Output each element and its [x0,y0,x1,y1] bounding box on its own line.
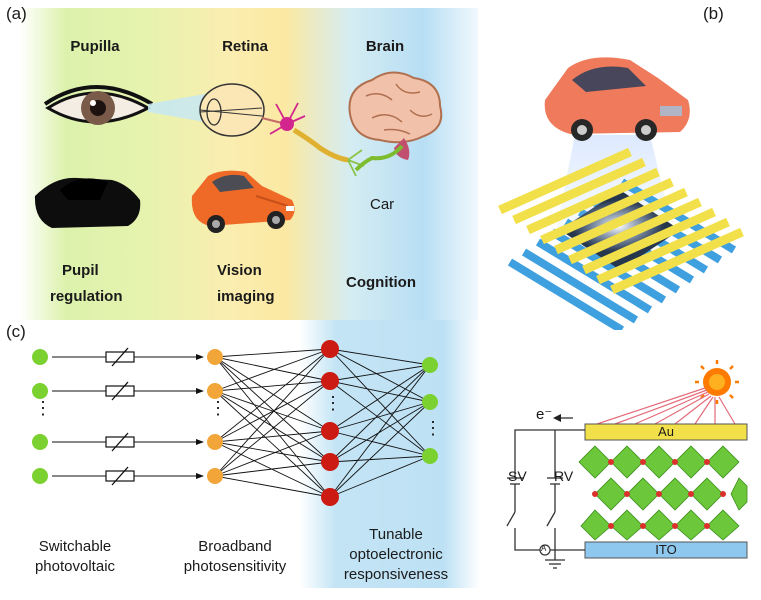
panel-a-illustrations [34,71,443,233]
red-nodes [321,340,339,506]
eyeball-icon [199,83,265,137]
car-icon [191,170,295,233]
sv-label: SV [508,468,527,484]
electron-arrow [553,414,561,422]
car-label: Car [370,196,395,213]
sun-icon [695,360,739,404]
ammeter-icon [539,544,551,556]
arrowheads [196,354,204,479]
circuit-schematic [506,360,748,569]
neural-network-diagram [32,340,438,506]
device-illustration [498,57,744,330]
input-nodes [32,349,48,484]
photovoltaic-label: photovoltaic [34,558,116,575]
resistor-arrows [111,347,129,486]
optoelectronic-label: optoelectronic [349,546,443,563]
switchable-label: Switchable [38,538,112,555]
imaging-label: imaging [217,288,275,305]
header-brain: Brain [365,38,405,55]
top-electrode-array [498,147,744,295]
tunable-label: Tunable [369,526,423,543]
neuron-icon [261,102,365,177]
header-retina: Retina [222,38,268,55]
cognition-label: Cognition [346,274,416,291]
rv-label: RV [554,468,574,484]
au-electrode [584,423,748,441]
panel-c-tag: (c) [6,322,26,341]
vision-label: Vision [217,262,262,279]
ammeter-label: A [541,544,547,553]
hidden-nodes [207,349,223,484]
output-nodes [422,357,438,464]
output-ellipsis: ⋮ [424,418,442,438]
au-label: Au [658,424,674,439]
variable-resistors [105,351,135,482]
light-rays [596,387,736,425]
floating-car-icon [544,57,690,141]
regulation-label: regulation [50,288,123,305]
brain-icon [348,71,443,172]
photosensitivity-label: photosensitivity [183,558,287,575]
panel-b-tag: (b) [703,4,724,23]
eye-icon [43,85,154,125]
panel-a-tag: (a) [6,4,27,23]
car-silhouette-icon [34,177,141,228]
panel-a-background [20,8,478,320]
header-pupilla: Pupilla [70,38,120,55]
perovskite-layer [578,445,748,541]
electron-label: e⁻ [536,406,553,423]
light-cone [148,94,205,122]
pupil-label: Pupil [62,262,99,279]
circuit-wires [506,417,585,569]
hidden-ellipsis: ⋮ [209,398,227,418]
red-ellipsis: ⋮ [324,393,342,413]
responsiveness-label: responsiveness [343,566,449,583]
input-ellipsis: ⋮ [34,398,52,418]
broadband-label: Broadband [198,538,272,555]
ito-label: ITO [655,542,677,557]
